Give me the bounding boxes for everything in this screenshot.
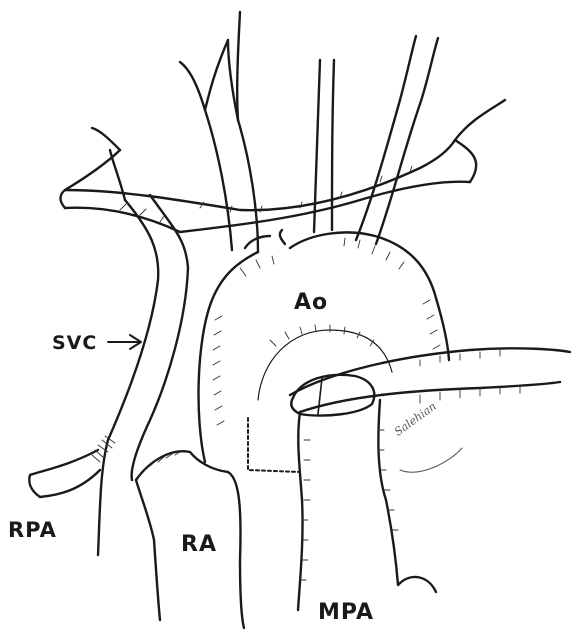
aorta-label: Ao	[294, 290, 328, 315]
innominate-upper	[65, 140, 455, 210]
svc-arrow	[108, 335, 141, 349]
anastomosis	[291, 375, 374, 416]
mpa-outline	[298, 400, 436, 610]
svc-right-wall	[132, 195, 188, 480]
signature-flourish	[400, 448, 462, 472]
ra-label: RA	[181, 532, 217, 557]
subclavian-left-wall	[356, 36, 416, 240]
innominate-lower	[65, 182, 470, 232]
rpa-label: RPA	[8, 518, 57, 542]
rpa-branch	[29, 450, 100, 497]
svc-left-wall	[98, 200, 158, 555]
mpa-label: MPA	[318, 600, 374, 625]
dotted-cut	[248, 418, 300, 472]
brachiocephalic-left-wall	[180, 62, 232, 250]
pulmonary-artery-upper	[290, 348, 570, 395]
svc-label: SVC	[52, 332, 97, 354]
brachiocephalic-right-wall	[237, 12, 258, 252]
carotid-right-wall	[332, 60, 334, 230]
carotid-left-wall	[314, 60, 320, 232]
